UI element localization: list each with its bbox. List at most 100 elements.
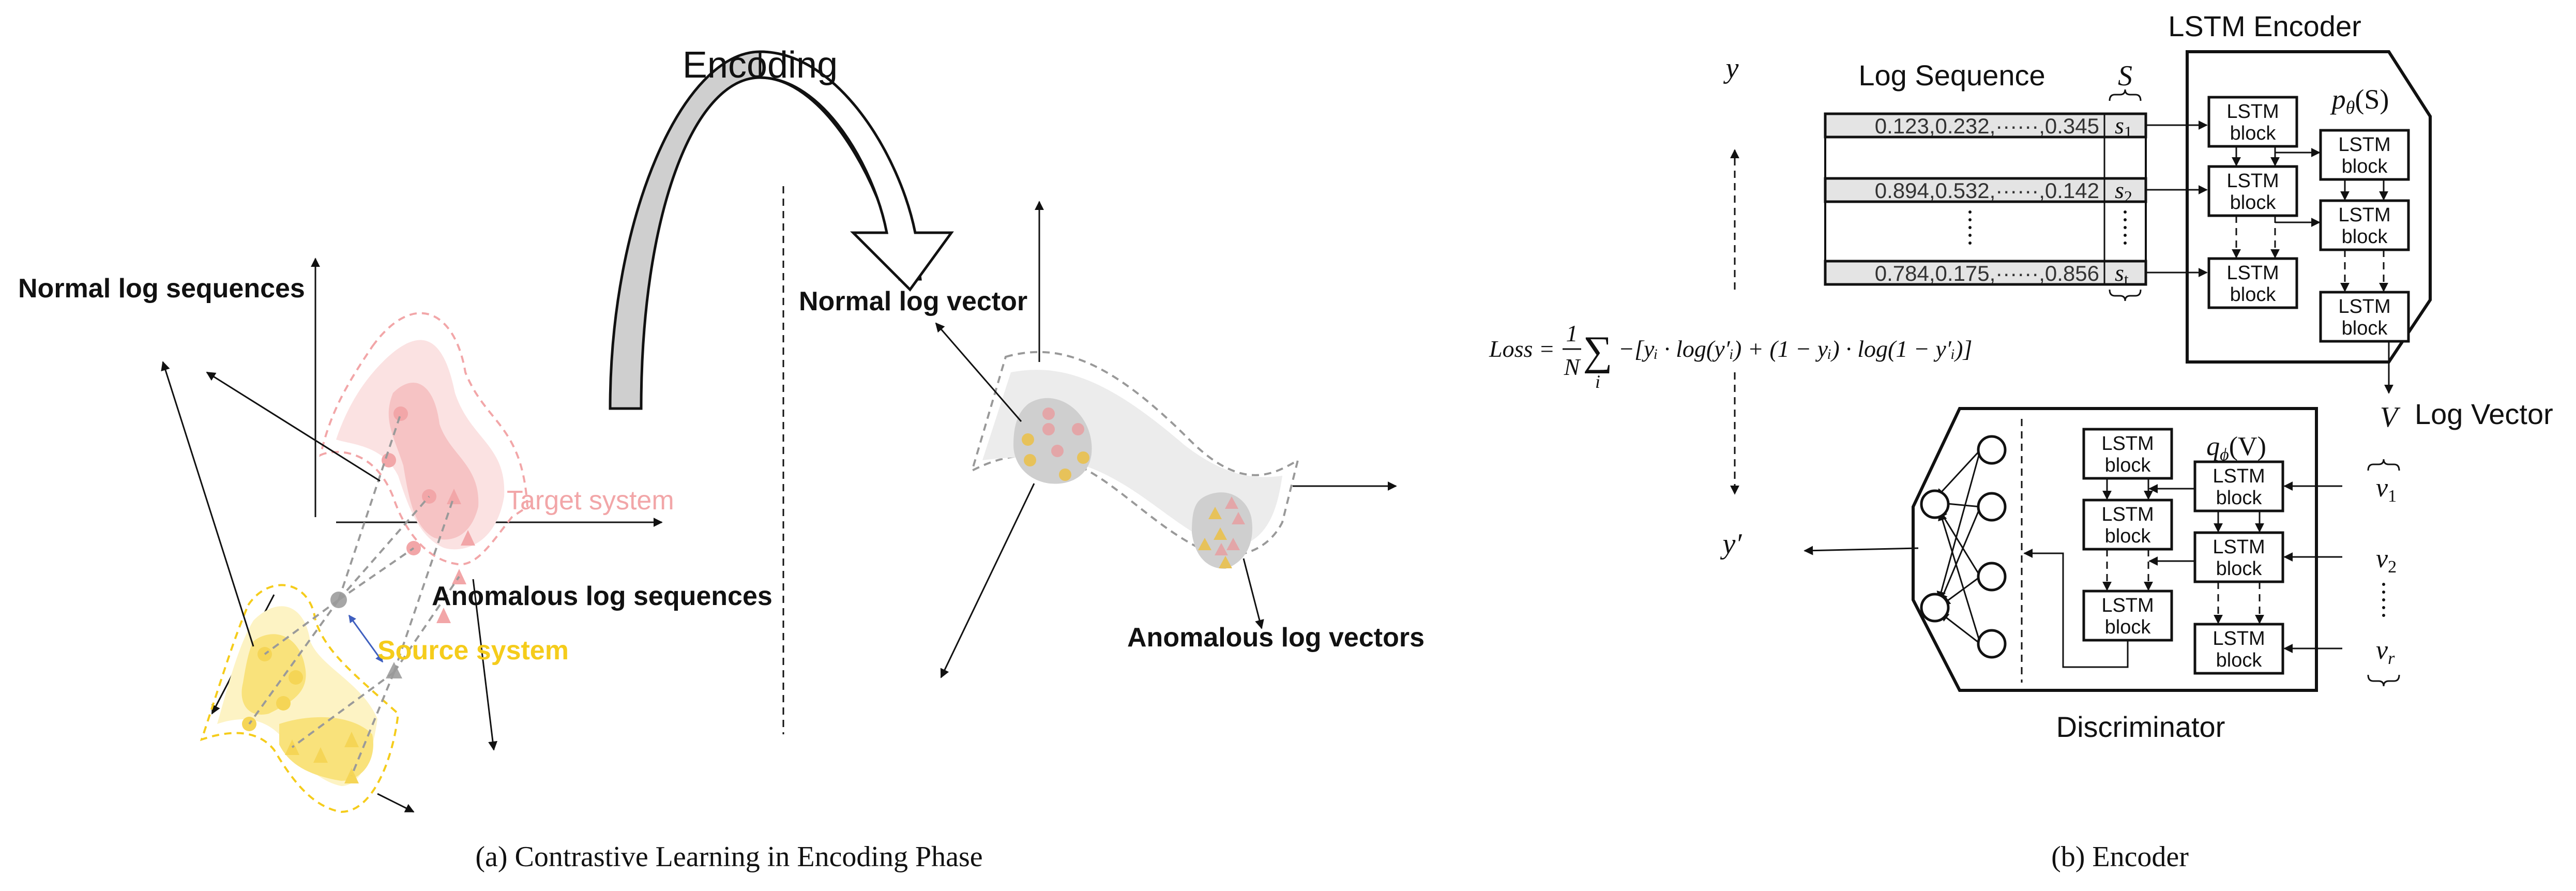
lstm-block: LSTM block — [2082, 499, 2173, 551]
svg-text:block: block — [2216, 487, 2263, 509]
hidden-node — [1977, 562, 2007, 592]
target-system-cluster — [319, 312, 529, 623]
svg-text:block: block — [2216, 558, 2263, 580]
svg-text:LSTM: LSTM — [2226, 170, 2279, 192]
caption-b: (b) Encoder — [2051, 841, 2189, 873]
loss-formula: Loss = 1 N ∑ i −[yᵢ · log(y′ᵢ) + (1 − yᵢ… — [1489, 320, 1972, 392]
svg-text:block: block — [2105, 455, 2151, 476]
svg-text:LSTM: LSTM — [2338, 296, 2390, 318]
distance-arrow — [348, 614, 384, 663]
lstm-block: LSTM block — [2193, 623, 2284, 675]
svg-text:block: block — [2342, 226, 2388, 248]
output-node — [1920, 489, 1950, 519]
svg-text:LSTM: LSTM — [2213, 628, 2265, 650]
log-vector-label: Log Vector — [2415, 398, 2553, 430]
vector-symbol: V — [2380, 401, 2401, 433]
v-input: vr — [2376, 636, 2395, 668]
ellipsis-dots — [1968, 210, 2127, 245]
anomalous-vector-cluster — [1192, 492, 1252, 569]
loss-sigma-sub: i — [1595, 371, 1600, 392]
table-row — [1824, 112, 2147, 139]
svg-text:block: block — [2230, 123, 2277, 144]
loss-frac-num: 1 — [1566, 320, 1578, 346]
encoded-axis-y — [940, 483, 1035, 678]
log-sequence-table: 0.123,0.232,······,0.345 s1 0.894,0.532,… — [1824, 112, 2147, 289]
svg-text:LSTM: LSTM — [2226, 262, 2279, 284]
svg-text:block: block — [2342, 318, 2388, 339]
row-values: 0.123,0.232,······,0.345 — [1875, 114, 2099, 138]
lstm-block: LSTM block — [2193, 531, 2284, 583]
encoding-label: Encoding — [683, 44, 838, 86]
y-label: y — [1723, 52, 1739, 84]
s-header: S — [2118, 60, 2132, 92]
discriminator-title: Discriminator — [2056, 711, 2225, 743]
svg-text:block: block — [2105, 616, 2151, 638]
svg-text:block: block — [2230, 192, 2277, 214]
svg-text:block: block — [2230, 284, 2277, 306]
encoder-lstm-column-1: LSTM block LSTM block LSTM block — [2207, 96, 2298, 309]
loss-sigma: ∑ — [1583, 328, 1612, 374]
loss-body: −[yᵢ · log(y′ᵢ) + (1 − yᵢ) · log(1 − y′ᵢ… — [1618, 336, 1972, 362]
normal-log-sequences-label: Normal log sequences — [18, 274, 305, 304]
lstm-encoder-title: LSTM Encoder — [2168, 10, 2361, 42]
output-node — [1920, 593, 1950, 623]
s-brace-top — [2109, 89, 2142, 101]
discriminator-internal-arrows — [2023, 478, 2342, 668]
row-symbol: s1 — [2115, 112, 2132, 141]
loss-frac-den: N — [1564, 354, 1581, 380]
hidden-node — [1977, 492, 2007, 522]
lstm-block: LSTM block — [2082, 590, 2173, 642]
lstm-block: LSTM block — [2207, 96, 2298, 148]
loss-lhs: Loss = — [1489, 336, 1555, 362]
svg-text:LSTM: LSTM — [2213, 536, 2265, 558]
v-input: v1 — [2376, 473, 2397, 506]
panel-a: Encoding — [18, 44, 1425, 873]
discriminator-function: qϕ(V) — [2206, 432, 2266, 464]
target-system-label: Target system — [507, 486, 674, 516]
lstm-encoder-container — [2186, 50, 2432, 364]
anomalous-log-vectors-label: Anomalous log vectors — [1127, 623, 1425, 653]
y-prime-label: y′ — [1720, 528, 1742, 560]
svg-text:LSTM: LSTM — [2338, 134, 2390, 156]
svg-text:LSTM: LSTM — [2101, 595, 2154, 616]
v-ellipsis — [2382, 583, 2385, 617]
lstm-block: LSTM block — [2319, 291, 2410, 343]
normal-log-vector-label: Normal log vector — [799, 286, 1027, 316]
source-system-label: Source system — [377, 636, 569, 666]
v-brace-top — [2367, 459, 2400, 471]
svg-text:block: block — [2216, 650, 2263, 671]
row-values: 0.784,0.175,······,0.856 — [1875, 261, 2099, 285]
hidden-node — [1977, 435, 2007, 465]
lstm-block: LSTM block — [2319, 129, 2410, 181]
lstm-block: LSTM block — [2207, 257, 2298, 309]
lstm-block: LSTM block — [2207, 165, 2298, 217]
source-system-cluster — [200, 584, 400, 813]
hidden-node — [1977, 629, 2007, 659]
svg-text:LSTM: LSTM — [2101, 433, 2154, 455]
encoder-internal-arrows — [2232, 146, 2393, 394]
lstm-block: LSTM block — [2082, 428, 2173, 480]
row-symbol: s2 — [2115, 177, 2132, 206]
svg-text:LSTM: LSTM — [2213, 465, 2265, 487]
log-sequence-header: Log Sequence — [1858, 59, 2045, 92]
lstm-block: LSTM block — [2319, 199, 2410, 251]
encoding-arrow-icon — [609, 50, 954, 410]
classifier-network — [1920, 435, 2007, 659]
lstm-block: LSTM block — [2193, 460, 2284, 512]
svg-text:LSTM: LSTM — [2226, 101, 2279, 123]
discriminator-lstm-column-1: LSTM block LSTM block LSTM block — [2082, 428, 2173, 642]
row-values: 0.894,0.532,······,0.142 — [1875, 178, 2099, 203]
panel-b: LSTM Encoder y y′ Loss = 1 N ∑ i −[yᵢ · … — [1489, 10, 2553, 873]
svg-text:LSTM: LSTM — [2101, 504, 2154, 525]
encoder-function: pθ(S) — [2330, 84, 2389, 118]
svg-text:block: block — [2105, 525, 2151, 547]
discriminator-container — [1912, 407, 2318, 692]
caption-a: (a) Contrastive Learning in Encoding Pha… — [475, 841, 982, 873]
contrastive-links — [248, 413, 460, 776]
v-input: v2 — [2376, 544, 2397, 577]
discriminator-lstm-column-2: LSTM block LSTM block LSTM block — [2193, 460, 2284, 675]
encoded-space — [935, 201, 1397, 678]
anomalous-log-sequences-label: Anomalous log sequences — [432, 581, 772, 611]
output-arrow — [1804, 546, 1919, 555]
